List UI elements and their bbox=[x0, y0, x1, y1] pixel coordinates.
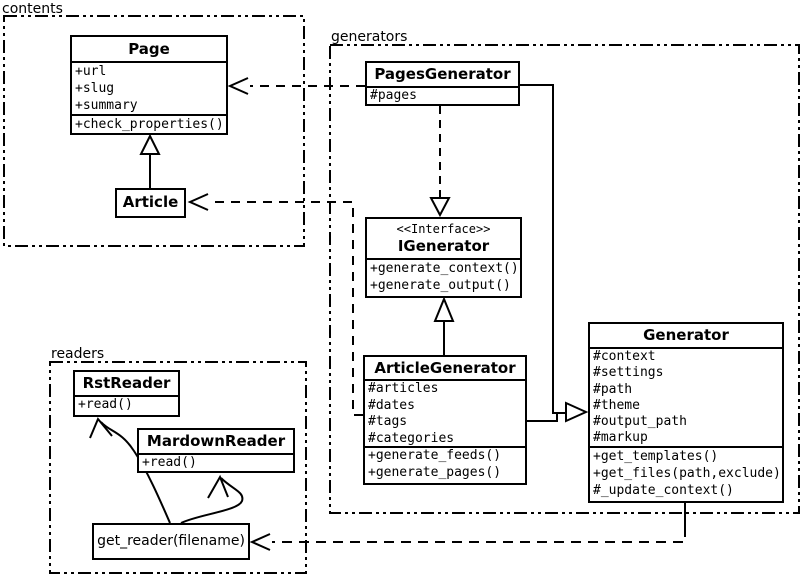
package-label-contents: contents bbox=[2, 1, 63, 17]
class-igenerator-title: <<Interface>> IGenerator bbox=[367, 219, 520, 260]
inheritance-line-articlegenerator-generator bbox=[527, 413, 558, 422]
class-article-generator-attribute: #dates bbox=[368, 397, 415, 413]
class-article-generator-method: +generate_feeds() bbox=[368, 448, 502, 463]
box-get-reader-label: get_reader(filename) bbox=[97, 533, 245, 549]
class-article-generator-attribute: #categories bbox=[368, 430, 455, 446]
dependency-arrowhead-article bbox=[187, 193, 209, 211]
dependency-arrowhead-getreader bbox=[249, 533, 271, 551]
inheritance-triangle-generator bbox=[565, 401, 589, 423]
class-page-attribute: +slug bbox=[75, 81, 115, 96]
class-generator-method: #_update_context() bbox=[593, 483, 734, 498]
box-get-reader: get_reader(filename) bbox=[92, 523, 250, 560]
class-article-title: Article bbox=[122, 193, 179, 211]
class-rst-reader: RstReader +read() bbox=[73, 370, 180, 417]
class-pages-generator-title: PagesGenerator bbox=[367, 63, 518, 88]
class-generator-title: Generator bbox=[590, 324, 782, 349]
class-article-generator-attribute: #tags bbox=[368, 414, 408, 429]
class-article-generator-method: +generate_pages() bbox=[368, 464, 502, 480]
class-article-generator-attribute: #articles bbox=[368, 381, 439, 396]
class-generator-attribute: #theme bbox=[593, 397, 640, 413]
dependency-arrowhead-page bbox=[227, 77, 249, 95]
class-generator-method: +get_templates() bbox=[593, 449, 719, 464]
class-mardown-reader-title: MardownReader bbox=[139, 430, 293, 455]
class-mardown-reader: MardownReader +read() bbox=[137, 428, 295, 473]
contents-package-border bbox=[3, 15, 305, 247]
arrowhead-rstreader bbox=[89, 417, 113, 439]
class-generator-attribute: #output_path bbox=[593, 414, 687, 430]
class-pages-generator-attribute: #pages bbox=[370, 88, 417, 103]
package-label-generators: generators bbox=[331, 29, 408, 45]
class-igenerator-stereotype: <<Interface>> bbox=[396, 222, 491, 236]
generators-package-border bbox=[329, 44, 800, 514]
class-generator-attribute: #path bbox=[593, 381, 633, 397]
class-page-attribute: +summary bbox=[75, 98, 138, 113]
class-generator-method: +get_files(path,exclude) bbox=[593, 466, 781, 481]
class-article: Article bbox=[115, 188, 186, 218]
class-generator-attribute: #context bbox=[593, 349, 656, 364]
class-igenerator-name: IGenerator bbox=[397, 237, 490, 255]
class-igenerator: <<Interface>> IGenerator +generate_conte… bbox=[365, 217, 522, 298]
realization-triangle-igenerator bbox=[429, 197, 451, 218]
curve-getreader-rstreader bbox=[100, 421, 171, 524]
class-generator-attribute: #markup bbox=[593, 430, 648, 446]
class-article-generator-title: ArticleGenerator bbox=[365, 357, 525, 381]
package-label-readers: readers bbox=[51, 346, 105, 362]
inheritance-triangle-article-page bbox=[139, 133, 161, 155]
inheritance-triangle-igenerator bbox=[433, 296, 455, 322]
class-page-method: +check_properties() bbox=[75, 117, 224, 132]
readers-package-border bbox=[49, 361, 307, 574]
class-rst-reader-title: RstReader bbox=[75, 372, 178, 397]
dependency-line-articlegenerator-article bbox=[210, 201, 363, 416]
dependency-line-generator-getreader bbox=[272, 527, 686, 543]
curve-getreader-mardownreader bbox=[180, 477, 244, 524]
class-page-title: Page bbox=[72, 37, 226, 63]
class-generator: Generator #context #settings #path #them… bbox=[588, 322, 784, 503]
class-mardown-reader-method: +read() bbox=[142, 455, 197, 470]
class-generator-attribute: #settings bbox=[593, 365, 664, 381]
class-igenerator-method: +generate_output() bbox=[370, 278, 511, 293]
class-article-generator: ArticleGenerator #articles #dates #tags … bbox=[363, 355, 527, 485]
class-page: Page +url +slug +summary +check_properti… bbox=[70, 35, 228, 135]
class-pages-generator: PagesGenerator #pages bbox=[365, 61, 520, 106]
class-igenerator-method: +generate_context() bbox=[370, 261, 519, 276]
inheritance-line-pagesgenerator-generator bbox=[520, 84, 566, 414]
class-rst-reader-method: +read() bbox=[78, 397, 133, 412]
arrowhead-mardownreader bbox=[207, 474, 229, 499]
class-page-attribute: +url bbox=[75, 64, 107, 79]
